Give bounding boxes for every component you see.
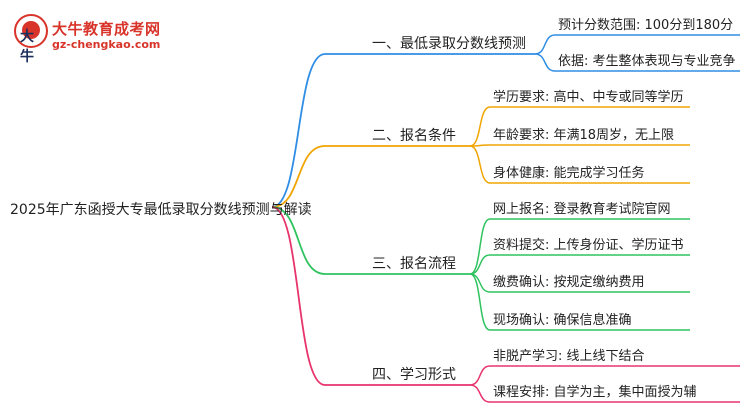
logo-url: gz-chengkao.com	[52, 38, 161, 51]
branch-label: 一、最低录取分数线预测	[372, 36, 526, 52]
leaf-label: 年龄要求: 年满18周岁，无上限	[493, 128, 674, 143]
branch-label: 三、报名流程	[372, 256, 456, 272]
leaf-label: 预计分数范围: 100分到180分	[558, 18, 733, 33]
leaf-connector	[469, 106, 491, 147]
branch-connector	[271, 53, 326, 208]
leaf-label: 资料提交: 上传身份证、学历证书	[493, 237, 684, 253]
leaf-connector	[469, 254, 491, 275]
leaf-label: 网上报名: 登录教育考试院官网	[493, 201, 671, 217]
leaf-connector	[469, 365, 491, 386]
leaf-label: 非脱产学习: 线上线下结合	[493, 348, 645, 364]
branch-label: 二、报名条件	[372, 127, 456, 144]
branch-connector	[271, 145, 326, 208]
leaf-connector	[534, 34, 556, 55]
branch-connector	[271, 206, 326, 386]
logo: 大牛 大牛教育成考网 gz-chengkao.com	[14, 14, 164, 65]
leaf-connector	[469, 218, 491, 275]
leaf-connector	[469, 145, 491, 184]
root-topic: 2025年广东函授大专最低录取分数线预测与解读	[10, 201, 312, 218]
leaf-label: 学历要求: 高中、中专或同等学历	[493, 89, 684, 105]
mind-map-labels: 2025年广东函授大专最低录取分数线预测与解读 一、最低录取分数线预测 预计分数范围…	[10, 18, 736, 400]
leaf-connector	[469, 273, 491, 331]
leaf-label: 依据: 考生整体表现与专业竞争	[558, 53, 736, 69]
branch-label: 四、学习形式	[372, 367, 456, 383]
logo-icon: 大牛	[14, 14, 48, 65]
leaf-connector	[469, 384, 491, 403]
leaf-label: 缴费确认: 按规定缴纳费用	[493, 275, 645, 290]
logo-title: 大牛教育成考网	[52, 20, 161, 38]
branch-connector	[271, 206, 326, 275]
leaf-label: 课程安排: 自学为主，集中面授为辅	[493, 384, 697, 400]
mind-map-edges	[271, 34, 740, 403]
leaf-connector	[469, 273, 491, 293]
leaf-label: 身体健康: 能完成学习任务	[493, 165, 645, 181]
leaf-label: 现场确认: 确保信息准确	[493, 312, 632, 328]
leaf-connector	[534, 53, 556, 72]
